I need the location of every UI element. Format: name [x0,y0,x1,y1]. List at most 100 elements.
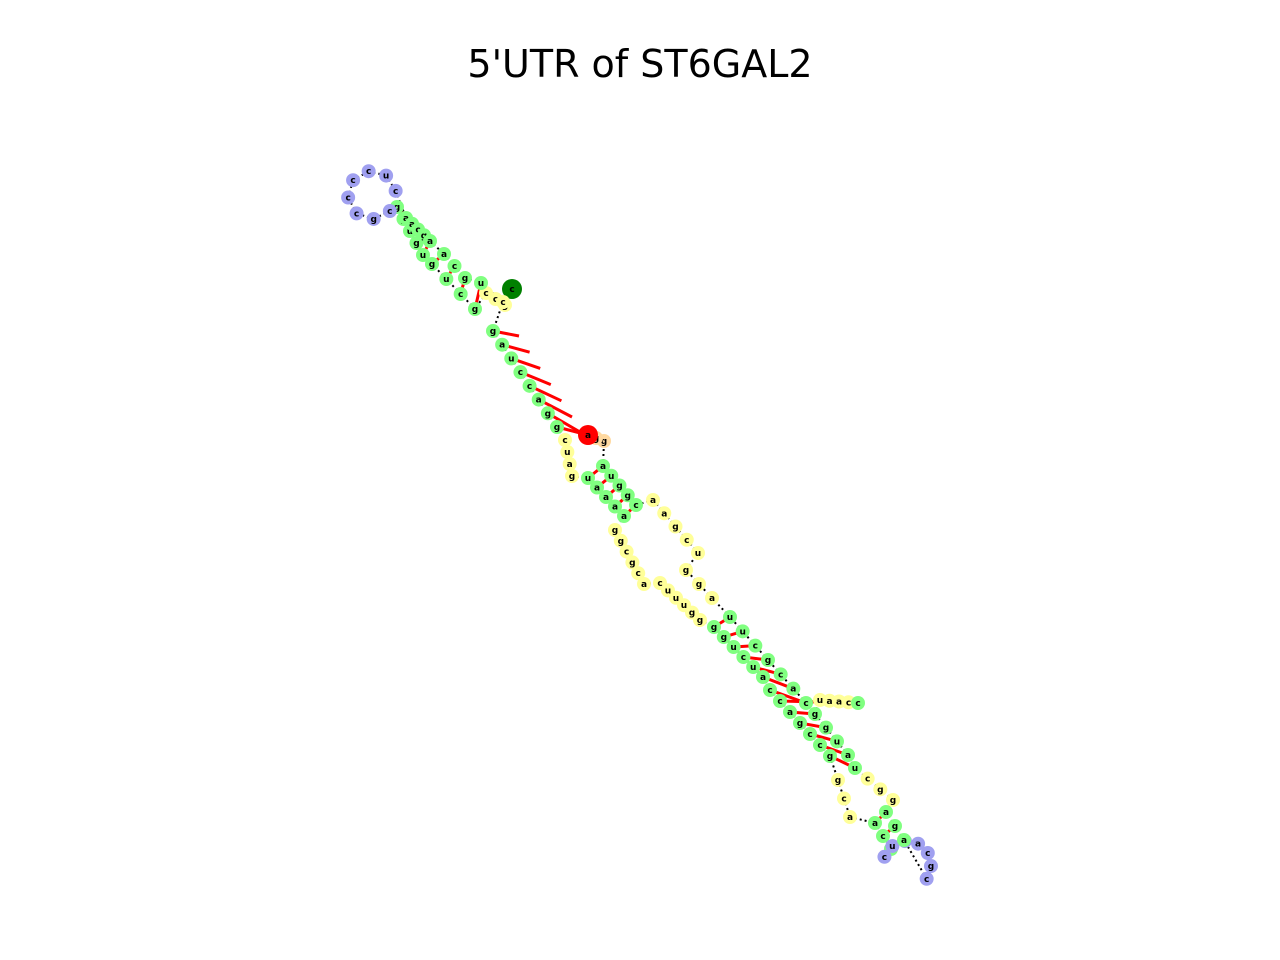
nucleotide-marker [496,295,510,309]
nucleotide-label: a [847,813,853,823]
nucleotide: c [513,365,528,380]
nucleotide-marker [848,761,862,775]
nucleotide-marker [550,420,564,434]
nucleotide-marker [748,638,763,653]
nucleotide: u [581,471,595,485]
nucleotide-marker [657,506,672,521]
nucleotide: u [474,276,488,290]
nucleotide-marker [761,653,775,667]
nucleotide-label: u [478,279,484,289]
nucleotide-marker [783,705,797,719]
nucleotide-marker [366,211,381,226]
nucleotide-marker [502,279,522,299]
nucleotide-label: a [403,214,409,224]
nucleotide-marker [608,523,622,537]
nucleotide-marker [756,670,770,684]
nucleotide-label: a [409,220,415,230]
nucleotide-marker [540,406,555,421]
nucleotide-label: a [499,341,505,351]
nucleotide-label: c [562,436,567,446]
nucleotide-marker [439,272,454,286]
nucleotide-label: a [872,819,878,829]
nucleotide-marker [619,544,634,559]
nucleotide-label: a [441,250,447,260]
nucleotide-label: g [612,526,618,536]
nucleotide-label: a [845,751,851,761]
nucleotide: u [691,546,705,560]
nucleotide: u [560,445,575,459]
nucleotide-marker [599,490,613,504]
nucleotide-label: c [865,775,870,785]
nucleotide-marker [793,716,807,730]
nucleotide: g [613,533,628,548]
nucleotide-label: a [612,503,618,513]
nucleotide-label: c [633,501,638,511]
nucleotide-label: g [554,423,560,433]
nucleotide-marker [388,183,403,198]
nucleotide-marker [613,533,628,548]
nucleotide-label: g [696,580,702,590]
nucleotide: c [920,846,935,860]
nucleotide-label: g [928,862,934,872]
nucleotide-marker [723,610,737,624]
nucleotide-label: a [661,509,667,519]
nucleotide-marker [646,493,660,507]
nucleotide-label: g [618,537,624,547]
nucleotide: g [819,720,833,735]
nucleotide-marker [562,457,577,471]
nucleotide-marker [773,694,787,708]
nucleotide-marker [578,425,598,445]
nucleotide-label: c [807,730,812,740]
nucleotide-label: u [383,172,389,182]
nucleotide-label: a [709,594,715,604]
nucleotide: c [773,667,788,682]
nucleotide-marker [803,727,817,741]
nucleotide-marker [819,720,833,735]
nucleotide-label: a [594,484,600,494]
nucleotide-marker [504,351,519,366]
nucleotide-marker [735,624,750,639]
nucleotide-marker [813,738,827,752]
nucleotide-marker [604,468,619,483]
nucleotide-marker [458,271,472,285]
nucleotide-label: c [493,295,498,305]
nucleotide-label: u [730,643,736,653]
nucleotide-label: a [641,580,647,590]
nucleotide-marker [361,164,376,179]
nucleotide-marker [692,577,706,591]
nucleotide-label: g [683,566,689,576]
nucleotide-label: g [601,437,607,447]
nucleotide-label: a [621,512,627,522]
nucleotide-marker [416,248,430,262]
nucleotide-marker [830,734,844,749]
nucleotide: a [596,459,610,473]
nucleotide-marker [860,771,875,786]
nucleotide: c [382,204,397,219]
nucleotide-label: g [370,215,376,225]
nucleotide-marker [629,498,643,512]
nucleotide-marker [746,660,761,674]
nucleotide-marker [877,849,892,864]
nucleotide-marker [679,532,694,547]
nucleotide-marker [868,816,882,830]
nucleotide: c [522,378,537,393]
nucleotide-label: a [836,698,842,708]
nucleotide: a [868,816,882,830]
nucleotide-label: c [925,849,930,859]
nucleotide-label: c [350,176,355,186]
nucleotide: c [763,683,777,697]
nucleotide: c [877,849,892,864]
nucleotide-marker [707,620,721,634]
nucleotide-label: c [366,167,371,177]
backbone-link [431,263,448,280]
nucleotide-label: c [817,741,822,751]
nucleotide: a [783,705,797,719]
nucleotide-marker [590,480,604,495]
nucleotide: a [531,392,546,407]
backbone [347,170,932,880]
nucleotide: g [831,773,845,787]
nucleotide: g [540,406,555,421]
nucleotide: c [558,433,572,447]
nucleotide: g [625,555,640,570]
nucleotide-label: g [472,305,478,315]
